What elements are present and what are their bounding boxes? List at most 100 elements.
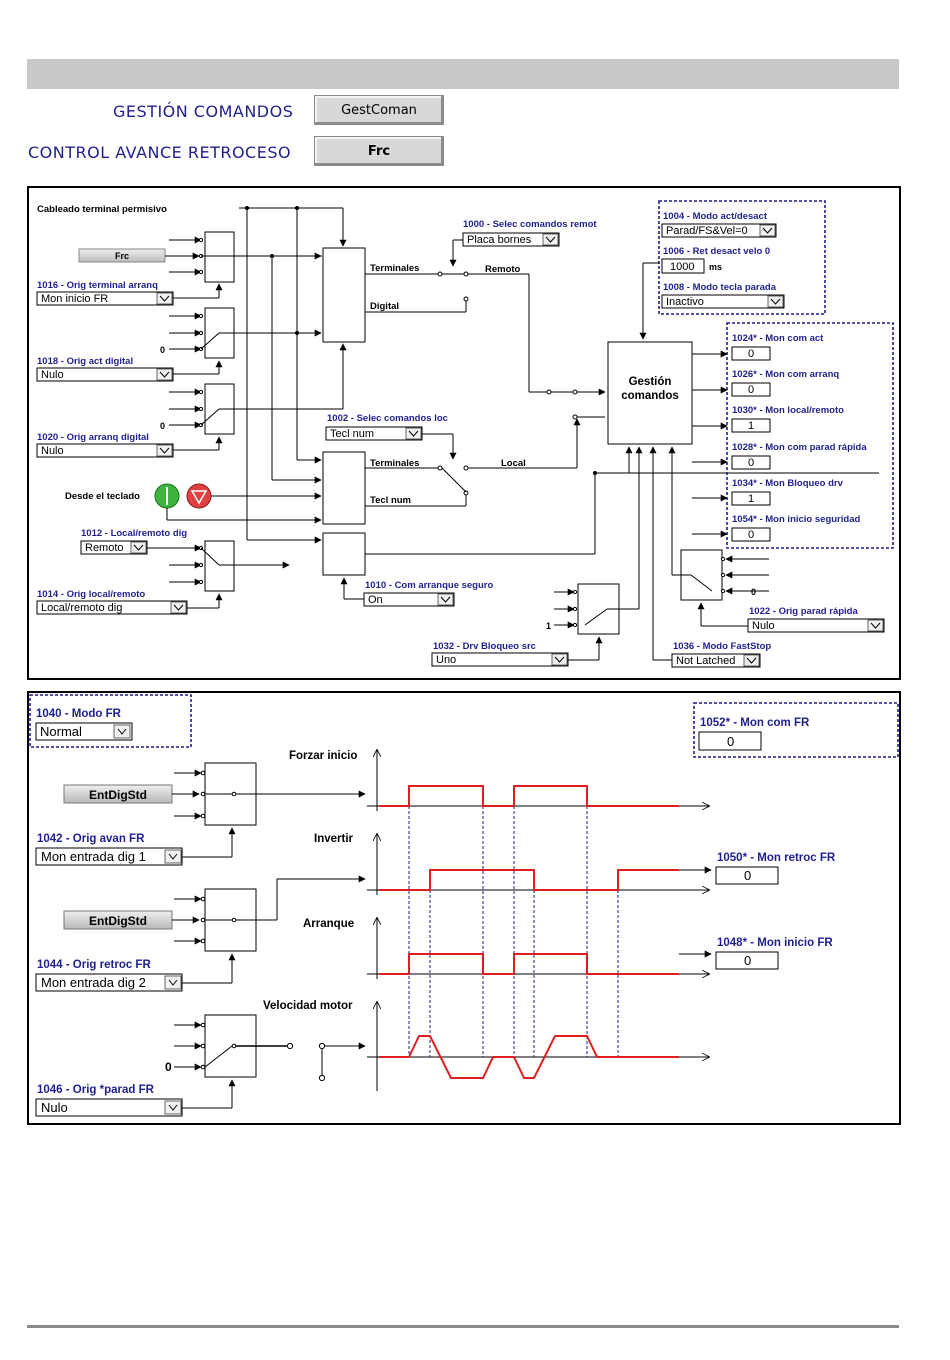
gestcoman-button[interactable]: GestComan: [314, 95, 444, 125]
p1028-value: 0: [748, 457, 754, 469]
p1016-dropdown[interactable]: Mon inicio FR: [36, 291, 174, 306]
svg-text:Mon entrada dig 2: Mon entrada dig 2: [41, 975, 146, 990]
svg-text:1: 1: [546, 621, 551, 631]
svg-text:EntDigStd: EntDigStd: [89, 788, 147, 802]
p1014-dropdown[interactable]: Local/remoto dig: [36, 600, 188, 615]
svg-text:Uno: Uno: [436, 654, 456, 666]
svg-text:Not Latched: Not Latched: [676, 655, 735, 667]
p1026-value-box: [731, 382, 771, 397]
arranque-label: Arranque: [303, 918, 354, 930]
p1006-label: 1006 - Ret desact velo 0: [663, 246, 770, 257]
p1044-dropdown[interactable]: Mon entrada dig 2: [35, 973, 183, 992]
svg-text:1000: 1000: [670, 261, 694, 273]
svg-text:Mon inicio FR: Mon inicio FR: [41, 293, 108, 305]
dropdown-arrow-icon: [168, 979, 178, 986]
p1040-dropdown[interactable]: Normal: [35, 722, 133, 741]
dropdown-arrow-icon: [440, 596, 451, 603]
svg-text:0: 0: [160, 421, 165, 431]
dropdown-arrow-icon: [117, 728, 127, 735]
start-icon[interactable]: [154, 483, 180, 509]
cableado-label: Cableado terminal permisivo: [37, 204, 167, 215]
p1010-dropdown[interactable]: On: [363, 592, 455, 607]
p1022-dropdown[interactable]: Nulo: [747, 618, 885, 633]
dropdown-arrow-icon: [133, 544, 144, 551]
footer-rule: [27, 1325, 899, 1328]
svg-text:Frc: Frc: [115, 251, 129, 261]
p1036-dropdown[interactable]: Not Latched: [671, 653, 761, 668]
p1054-value-box: [731, 527, 771, 542]
p1048-label: 1048* - Mon inicio FR: [717, 937, 833, 949]
svg-text:Nulo: Nulo: [41, 445, 64, 457]
p1042-dropdown[interactable]: Mon entrada dig 1: [35, 847, 183, 866]
p1028-label: 1028* - Mon com parad rápida: [732, 442, 867, 453]
p1034-value: 1: [748, 493, 754, 505]
p1000-dropdown[interactable]: Placa bornes: [462, 232, 560, 247]
monitor-outputs-group: [726, 322, 894, 549]
svg-text:Placa bornes: Placa bornes: [467, 234, 532, 246]
dropdown-arrow-icon: [168, 1104, 178, 1111]
p1010-label: 1010 - Com arranque seguro: [365, 580, 493, 591]
forward-reverse-panel: 1040 - Modo FR Normal 1052* - Mon com FR…: [27, 691, 901, 1125]
p1012-dropdown[interactable]: Remoto: [80, 540, 148, 555]
dropdown-arrow-icon: [746, 657, 757, 664]
svg-text:Parad/FS&Vel=0: Parad/FS&Vel=0: [666, 225, 748, 237]
p1018-label: 1018 - Orig act digital: [37, 356, 133, 367]
dropdown-arrow-icon: [762, 227, 773, 234]
p1030-label: 1030* - Mon local/remoto: [732, 405, 844, 416]
p1032-dropdown[interactable]: Uno: [431, 652, 569, 667]
mon-com-fr-group: [693, 702, 899, 758]
p1024-value: 0: [748, 348, 754, 360]
svg-text:Inactivo: Inactivo: [666, 296, 704, 308]
p1042-label: 1042 - Orig avan FR: [37, 833, 145, 845]
p1036-label: 1036 - Modo FastStop: [673, 641, 771, 652]
command-management-diagram: Cableado terminal permisivo Frc 1016 - O…: [36, 200, 894, 668]
p1026-value: 0: [748, 384, 754, 396]
forward-reverse-diagram: 1040 - Modo FR Normal 1052* - Mon com FR…: [29, 694, 899, 1117]
invertir-label: Invertir: [314, 833, 354, 845]
p1004-dropdown[interactable]: Parad/FS&Vel=0: [661, 223, 777, 238]
frc-header-button[interactable]: Frc: [314, 136, 444, 166]
svg-text:Nulo: Nulo: [752, 620, 775, 632]
p1030-value-box: [731, 418, 771, 433]
p1024-value-box: [731, 346, 771, 361]
p1048-value: 0: [744, 953, 751, 968]
entdig1-button[interactable]: EntDigStd: [63, 784, 173, 804]
p1046-dropdown[interactable]: Nulo: [35, 1098, 183, 1117]
p1008-dropdown[interactable]: Inactivo: [661, 294, 785, 309]
selector-1016: [204, 231, 235, 283]
p1022-label: 1022 - Orig parad rápida: [749, 606, 858, 617]
frc-diagram-button[interactable]: Frc: [78, 248, 166, 263]
command-management-panel: Cableado terminal permisivo Frc 1016 - O…: [27, 186, 901, 680]
p1000-label: 1000 - Selec comandos remot: [463, 219, 597, 230]
local-label: Local: [501, 458, 526, 469]
dropdown-arrow-icon: [159, 371, 170, 378]
modo-fr-group: [29, 694, 192, 748]
terminales2-label: Terminales: [370, 458, 419, 469]
svg-text:Normal: Normal: [40, 724, 82, 739]
svg-text:0: 0: [165, 1060, 172, 1074]
dropdown-arrow-icon: [159, 447, 170, 454]
dropdown-arrow-icon: [545, 236, 556, 243]
p1006-input[interactable]: 1000: [661, 258, 705, 274]
selector-1014: [204, 540, 235, 592]
p1032-label: 1032 - Drv Bloqueo src: [433, 641, 536, 652]
p1006-unit: ms: [709, 262, 722, 272]
p1020-label: 1020 - Orig arranq digital: [37, 432, 149, 443]
svg-text:EntDigStd: EntDigStd: [89, 914, 147, 928]
p1020-dropdown[interactable]: Nulo: [36, 443, 174, 458]
remoto-label: Remoto: [485, 264, 521, 275]
p1046-label: 1046 - Orig *parad FR: [37, 1084, 155, 1096]
p1002-dropdown[interactable]: Tecl num: [325, 426, 423, 441]
remote-source-block: [322, 247, 366, 343]
svg-text:comandos: comandos: [621, 390, 679, 402]
svg-text:Mon entrada dig 1: Mon entrada dig 1: [41, 849, 146, 864]
entdig2-button[interactable]: EntDigStd: [63, 910, 173, 930]
p1044-label: 1044 - Orig retroc FR: [37, 959, 151, 971]
p1018-dropdown[interactable]: Nulo: [36, 367, 174, 382]
p1054-value: 0: [748, 529, 754, 541]
dropdown-arrow-icon: [408, 430, 419, 437]
stop-icon[interactable]: [186, 483, 212, 509]
p1024-label: 1024* - Mon com act: [732, 333, 824, 344]
timing-markers: [408, 786, 619, 1057]
output-arrows: [692, 350, 728, 538]
